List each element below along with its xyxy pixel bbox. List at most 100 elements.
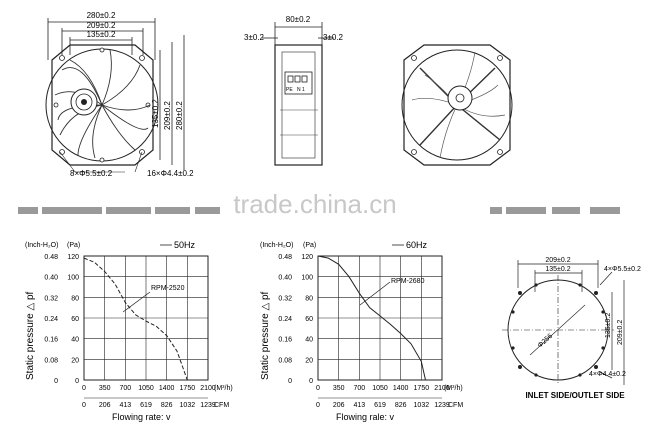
holes-right-label: 16×Φ4.4±0.2 xyxy=(147,169,194,178)
chart-50-x-tick: 350 xyxy=(99,385,111,392)
chart-60-inch-tick: 0.40 xyxy=(278,275,292,282)
watermark: trade.china.cn xyxy=(233,189,396,219)
chart-60-inch-tick: 0.48 xyxy=(278,254,292,261)
mount-dim-135: 135±0.2 xyxy=(545,266,570,273)
chart-60-x-tick: 1400 xyxy=(393,385,409,392)
blurred-text-strip-right xyxy=(490,207,620,214)
chart-60-cfm-tick: 413 xyxy=(353,402,365,409)
dim-280: 280±0.2 xyxy=(87,11,116,20)
chart-50-inch-tick: 0.48 xyxy=(44,254,58,261)
chart-60-unit-inch: (Inch-H₂O) xyxy=(260,242,293,249)
chart-60-inch-tick: 0.08 xyxy=(278,357,292,364)
chart-60-x-tick: 0 xyxy=(316,385,320,392)
chart-50-rpm-label: RPM-2520 xyxy=(151,285,185,292)
side-right-offset: 3±0.2 xyxy=(323,33,344,42)
chart-50-cfm-tick: 826 xyxy=(161,402,173,409)
chart-50hz: (Inch-H₂O) (Pa) 50Hz Static pressure △ p… xyxy=(25,240,233,422)
mount-vdim-209: 209±0.2 xyxy=(617,320,624,345)
chart-60-inch-tick: 0 xyxy=(288,378,292,385)
chart-60-x-tick: 350 xyxy=(333,385,345,392)
mount-diameter-line xyxy=(529,304,586,356)
chart-50-pa-tick: 100 xyxy=(67,275,79,282)
chart-60-cfm-tick: 206 xyxy=(333,402,345,409)
mount-holes-2: 4×Φ4.4±0.2 xyxy=(589,371,626,378)
chart-60-unit-pa: (Pa) xyxy=(303,242,316,249)
chart-50-x-tick: 0 xyxy=(82,385,86,392)
chart-50-cfm-tick: 1032 xyxy=(180,402,196,409)
chart-60-inch-tick: 0.32 xyxy=(278,295,292,302)
chart-50-inch-tick: 0.40 xyxy=(44,275,58,282)
chart-60-x-tick: 1050 xyxy=(372,385,388,392)
mount-view: 209±0.2 135±0.2 4×Φ5.5±0.2 135±0.2 209±0… xyxy=(502,257,641,400)
chart-50-unit-pa: (Pa) xyxy=(67,242,80,249)
mount-vdim-135: 135±0.2 xyxy=(605,313,612,338)
holes-left-label: 8×Φ5.5±0.2 xyxy=(70,169,113,178)
chart-50-cfm-tick: 619 xyxy=(140,402,152,409)
chart-60-x-unit: (M³/h) xyxy=(444,385,463,392)
mount-diameter-label: Φ256 xyxy=(537,333,555,350)
chart-60-rpm-leader xyxy=(359,281,391,306)
dim-135: 135±0.2 xyxy=(87,30,116,39)
side-width-label: 80±0.2 xyxy=(286,15,311,24)
mount-caption: INLET SIDE/OUTLET SIDE xyxy=(525,391,625,400)
terminal-n1: N 1 xyxy=(297,87,305,93)
chart-50-ylabel: Static pressure △ pf xyxy=(25,291,36,380)
chart-60-pa-tick: 0 xyxy=(309,378,313,385)
chart-50-inch-tick: 0.08 xyxy=(44,357,58,364)
mount-dim-209: 209±0.2 xyxy=(545,257,570,264)
chart-50-pa-tick: 40 xyxy=(71,337,79,344)
chart-50-inch-tick: 0.32 xyxy=(44,295,58,302)
chart-50-pa-tick: 20 xyxy=(71,357,79,364)
dim-209: 209±0.2 xyxy=(87,21,116,30)
mount-holes-1: 4×Φ5.5±0.2 xyxy=(604,266,641,273)
chart-60-x-tick: 700 xyxy=(353,385,365,392)
chart-60-freq: 60Hz xyxy=(406,240,428,250)
chart-50-inch-tick: 0 xyxy=(54,378,58,385)
chart-60-cfm-unit: CFM xyxy=(448,402,463,409)
chart-50-unit-inch: (Inch-H₂O) xyxy=(25,242,58,249)
chart-50-x-tick: 700 xyxy=(119,385,131,392)
chart-50-pa-tick: 120 xyxy=(67,254,79,261)
chart-60-xlabel: Flowing rale: v xyxy=(336,412,395,422)
blurred-text-strip-left xyxy=(18,207,220,214)
chart-60-pa-tick: 20 xyxy=(305,357,313,364)
chart-50-inch-tick: 0.16 xyxy=(44,337,58,344)
chart-60-inch-tick: 0.16 xyxy=(278,337,292,344)
chart-60-rpm-label: RPM-2680 xyxy=(391,278,425,285)
back-view xyxy=(401,44,513,166)
chart-60-pa-tick: 80 xyxy=(305,295,313,302)
chart-50-x-unit: (M³/h) xyxy=(214,385,233,392)
chart-60-cfm-tick: 1032 xyxy=(414,402,430,409)
chart-60-cfm-tick: 0 xyxy=(316,402,320,409)
chart-50-x-tick: 1750 xyxy=(180,385,196,392)
vdim-135: 135±0.2 xyxy=(151,99,160,128)
chart-50-x-tick: 1050 xyxy=(138,385,154,392)
side-frame xyxy=(274,44,323,166)
chart-50-cfm-tick: 1239 xyxy=(200,402,216,409)
chart-60-pa-tick: 60 xyxy=(305,316,313,323)
chart-50-rpm-leader xyxy=(122,291,151,313)
fan-frame xyxy=(51,44,154,166)
terminal-pe: PE xyxy=(286,87,293,93)
mount-holes xyxy=(511,283,605,377)
chart-60-cfm-tick: 1239 xyxy=(434,402,450,409)
chart-50-xlabel: Flowing rate: v xyxy=(112,412,171,422)
chart-50-x-tick: 1400 xyxy=(159,385,175,392)
chart-50-pa-tick: 60 xyxy=(71,316,79,323)
fan-blades xyxy=(54,49,151,159)
vdim-280: 280±0.2 xyxy=(175,101,184,130)
chart-60-pa-tick: 40 xyxy=(305,337,313,344)
side-view: 80±0.2 3±0.2 3±0.2 PE N 1 xyxy=(244,15,344,166)
chart-60-grid xyxy=(317,255,443,399)
chart-60-inch-tick: 0.24 xyxy=(278,316,292,323)
chart-60-ylabel: Static pressure △ pf xyxy=(260,291,271,380)
side-left-offset: 3±0.2 xyxy=(244,33,265,42)
chart-50-cfm-unit: CFM xyxy=(214,402,229,409)
chart-60-pa-tick: 120 xyxy=(301,254,313,261)
chart-60-cfm-tick: 619 xyxy=(374,402,386,409)
chart-60hz: (Inch-H₂O) (Pa) 60Hz Static pressure △ p… xyxy=(260,240,463,422)
chart-60-x-tick: 2100 xyxy=(434,385,450,392)
chart-50-grid xyxy=(83,255,209,399)
chart-60-series-rpm2680 xyxy=(317,255,426,381)
